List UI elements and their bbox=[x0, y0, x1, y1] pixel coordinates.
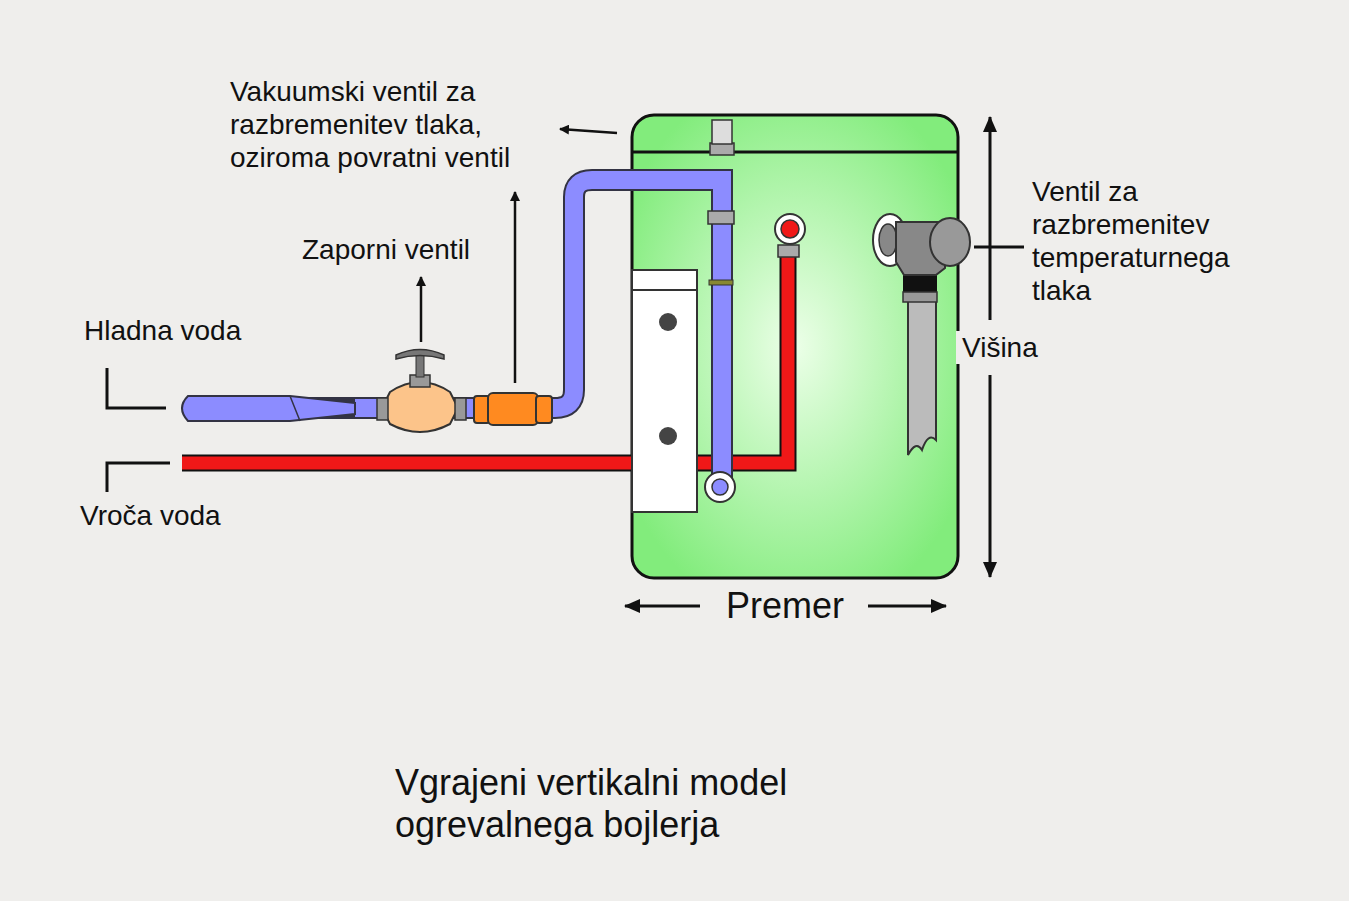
valve-callout: Vakuumski ventil za razbremenitev tlaka,… bbox=[230, 75, 575, 174]
shutoff-valve bbox=[382, 382, 458, 432]
valve-callout: Zaporni ventil bbox=[302, 233, 470, 266]
pipe-label: Vroča voda bbox=[80, 499, 221, 532]
caption: Vgrajeni vertikalni model ogrevalnega bo… bbox=[395, 762, 865, 846]
pipe-label: Hladna voda bbox=[84, 314, 241, 347]
vacuum-valve bbox=[712, 120, 732, 144]
relief-pipe bbox=[908, 300, 936, 455]
mounting-plate bbox=[632, 270, 697, 512]
check-valve bbox=[488, 393, 538, 425]
dimension-label: Premer bbox=[720, 585, 850, 627]
dimension-label: Višina bbox=[956, 331, 1044, 364]
valve-callout: Ventil za razbremenitev temperaturnega t… bbox=[1032, 175, 1282, 307]
cold-pipe bbox=[190, 180, 722, 480]
